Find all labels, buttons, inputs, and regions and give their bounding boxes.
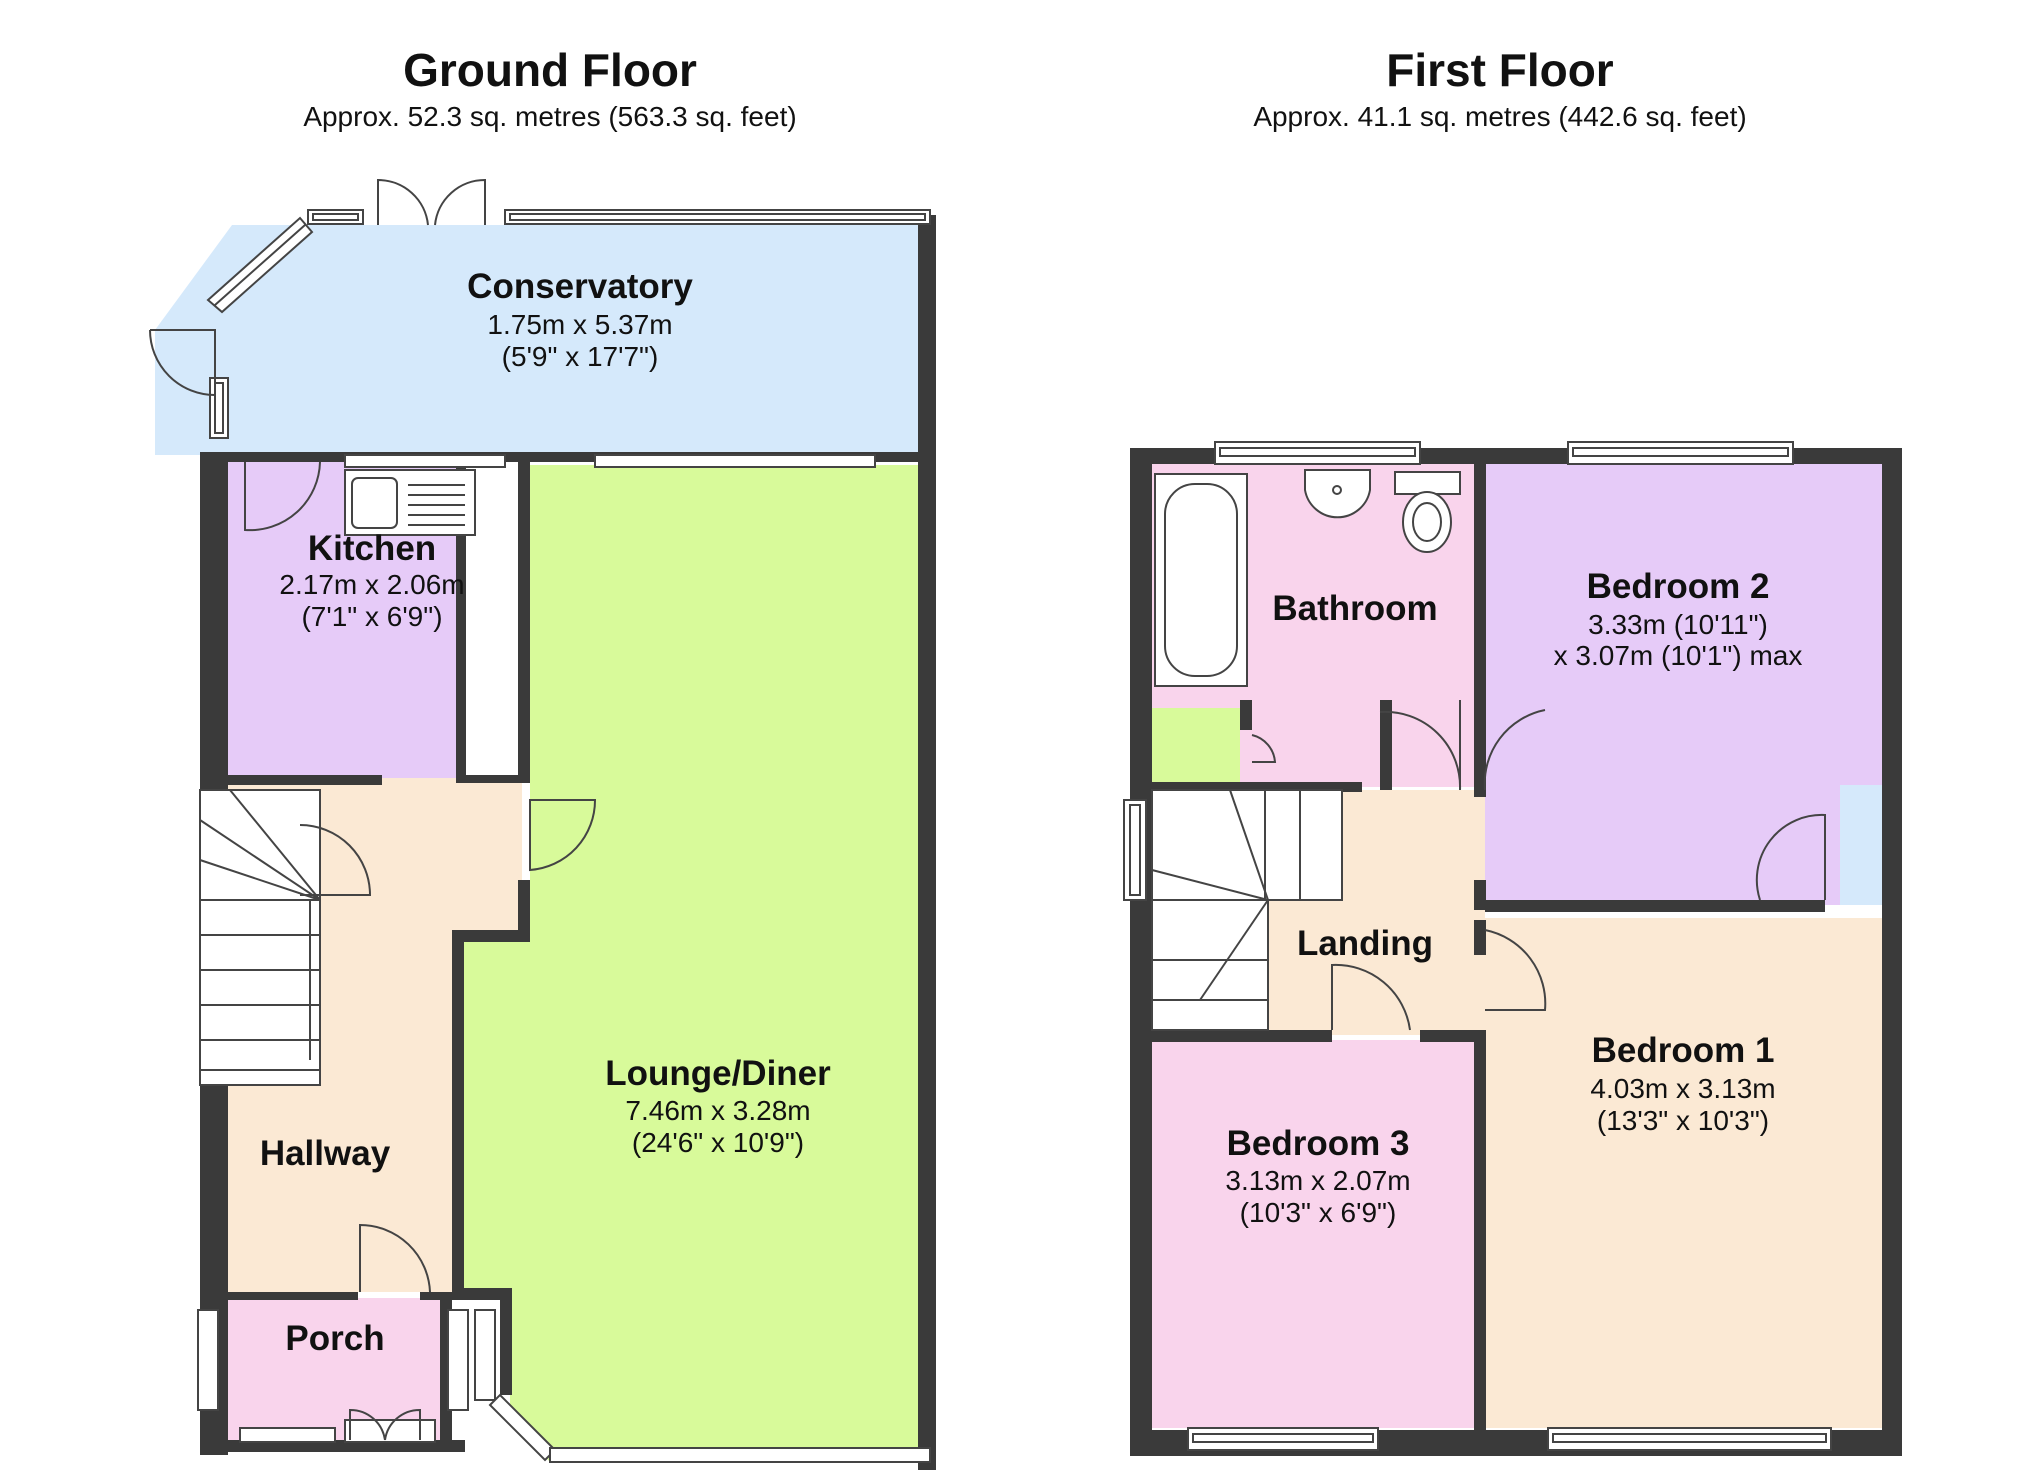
ground-walls	[200, 215, 936, 1470]
first-staircase	[1151, 789, 1343, 1031]
toilet-icon	[1394, 471, 1461, 553]
conservatory-room	[155, 225, 935, 460]
bedroom3-dim-imperial: (10'3" x 6'9")	[1240, 1197, 1397, 1228]
porch-fixtures	[197, 1309, 931, 1463]
landing-name: Landing	[1297, 924, 1433, 963]
first-floor-plan: Bathroom Bedroom 2 3.33m (10'11") x 3.07…	[1123, 441, 1902, 1456]
conservatory-label: Conservatory 1.75m x 5.37m (5'9" x 17'7"…	[467, 267, 693, 372]
conservatory-fixtures	[206, 209, 931, 468]
bath-cupboard-door	[1251, 734, 1277, 763]
bedroom3-room	[1152, 1040, 1474, 1428]
hallway-name: Hallway	[260, 1134, 391, 1173]
bedroom1-dim-imperial: (13'3" x 10'3")	[1597, 1105, 1769, 1136]
bedroom1-room	[1485, 918, 1882, 1428]
porch-name: Porch	[285, 1319, 384, 1358]
first-floor-area: Approx. 41.1 sq. metres (442.6 sq. feet)	[1253, 101, 1746, 132]
lounge-room	[462, 465, 935, 1462]
conservatory-name: Conservatory	[467, 267, 693, 306]
kitchen-label: Kitchen 2.17m x 2.06m (7'1" x 6'9")	[279, 529, 464, 632]
bathroom-name: Bathroom	[1272, 589, 1437, 628]
conservatory-doors	[149, 178, 486, 532]
ground-staircase	[199, 789, 321, 1086]
kitchen-sink-icon	[344, 469, 476, 536]
conservatory-dim-imperial: (5'9" x 17'7")	[502, 341, 659, 372]
ground-floor-area: Approx. 52.3 sq. metres (563.3 sq. feet)	[303, 101, 796, 132]
bedroom3-label: Bedroom 3 3.13m x 2.07m (10'3" x 6'9")	[1225, 1124, 1410, 1228]
bedroom1-name: Bedroom 1	[1592, 1031, 1775, 1070]
first-floor-title: First Floor	[1386, 44, 1614, 96]
bedroom2-name: Bedroom 2	[1587, 567, 1770, 606]
kitchen-dim-imperial: (7'1" x 6'9")	[301, 601, 442, 632]
bedroom3-dim-metric: 3.13m x 2.07m	[1225, 1165, 1410, 1196]
bedroom2-cupboard	[1840, 785, 1882, 905]
lounge-dim-imperial: (24'6" x 10'9")	[632, 1127, 804, 1158]
bedroom2-room	[1485, 462, 1882, 905]
ground-floor-plan: Conservatory 1.75m x 5.37m (5'9" x 17'7"…	[149, 178, 936, 1470]
lounge-door	[529, 799, 597, 872]
hall-cupboard-door	[299, 824, 372, 896]
lounge-label: Lounge/Diner 7.46m x 3.28m (24'6" x 10'9…	[605, 1054, 831, 1158]
bedroom2-label: Bedroom 2 3.33m (10'11") x 3.07m (10'1")…	[1554, 567, 1803, 671]
bedroom3-name: Bedroom 3	[1227, 1124, 1410, 1163]
bedroom1-label: Bedroom 1 4.03m x 3.13m (13'3" x 10'3")	[1590, 1031, 1775, 1136]
bedroom1-dim-metric: 4.03m x 3.13m	[1590, 1073, 1775, 1104]
ground-floor-title: Ground Floor	[403, 44, 697, 96]
bathtub-icon	[1154, 473, 1248, 687]
conservatory-dim-metric: 1.75m x 5.37m	[487, 309, 672, 340]
wash-basin-icon	[1304, 469, 1371, 519]
kitchen-dim-metric: 2.17m x 2.06m	[279, 569, 464, 600]
bedroom2-dim-2: x 3.07m (10'1") max	[1554, 640, 1803, 671]
landing-doors	[1331, 700, 1826, 1031]
lounge-name: Lounge/Diner	[605, 1054, 831, 1093]
porch-doors	[349, 1223, 431, 1441]
bedroom2-dim-1: 3.33m (10'11")	[1588, 609, 1768, 640]
ground-floor-header: Ground Floor Approx. 52.3 sq. metres (56…	[303, 44, 796, 132]
bath-cupboard	[1152, 708, 1240, 786]
first-floor-header: First Floor Approx. 41.1 sq. metres (442…	[1253, 44, 1746, 132]
first-windows	[1123, 441, 1832, 1451]
lounge-dim-metric: 7.46m x 3.28m	[625, 1095, 810, 1126]
kitchen-name: Kitchen	[308, 529, 436, 568]
